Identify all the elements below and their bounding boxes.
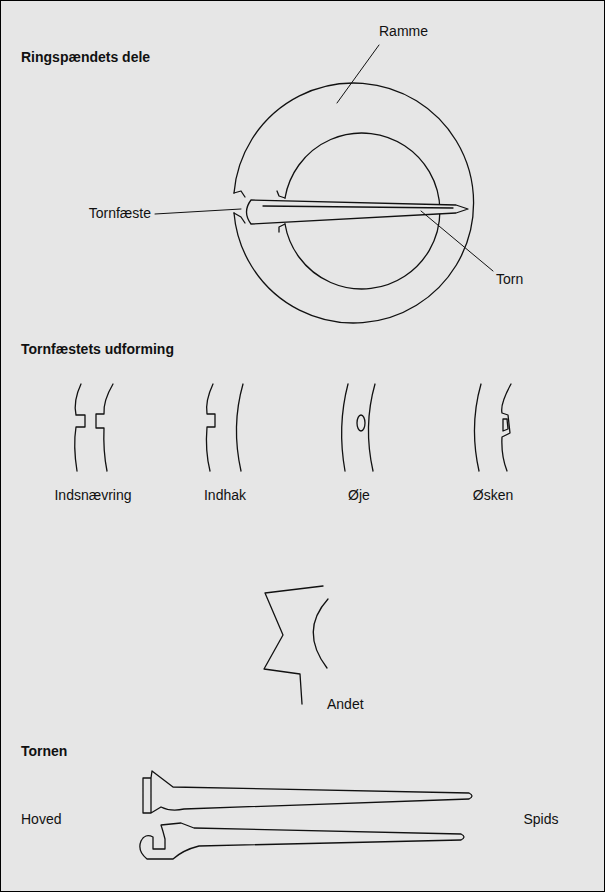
form-label: Øsken [473,487,513,504]
constriction-form [75,384,113,471]
part-label: Hoved [21,811,61,828]
pin-straight-head [143,771,472,813]
other-form [264,586,328,704]
form-label: Andet [327,696,364,713]
part-label: Torn [496,271,523,288]
leader-line [421,211,493,271]
leader-line [155,209,241,214]
section-heading: Tornfæstets udforming [21,341,174,358]
leader-line [337,45,379,103]
eye-hole [357,415,365,431]
pin-curled-head [140,823,464,859]
part-label: Tornfæste [89,205,151,222]
eye-form [342,384,375,471]
ring-pin-ridge [263,206,453,208]
form-label: Indhak [204,487,246,504]
section-heading: Ringspændets dele [21,49,150,66]
form-label: Indsnævring [54,487,131,504]
ring-pin [247,200,469,224]
section-heading: Tornen [21,743,67,760]
ring-frame-outer [234,83,474,323]
loop-form [474,384,511,471]
part-label: Ramme [379,23,428,40]
part-label: Spids [523,811,558,828]
form-label: Øje [348,487,370,504]
notch-form [206,384,243,471]
